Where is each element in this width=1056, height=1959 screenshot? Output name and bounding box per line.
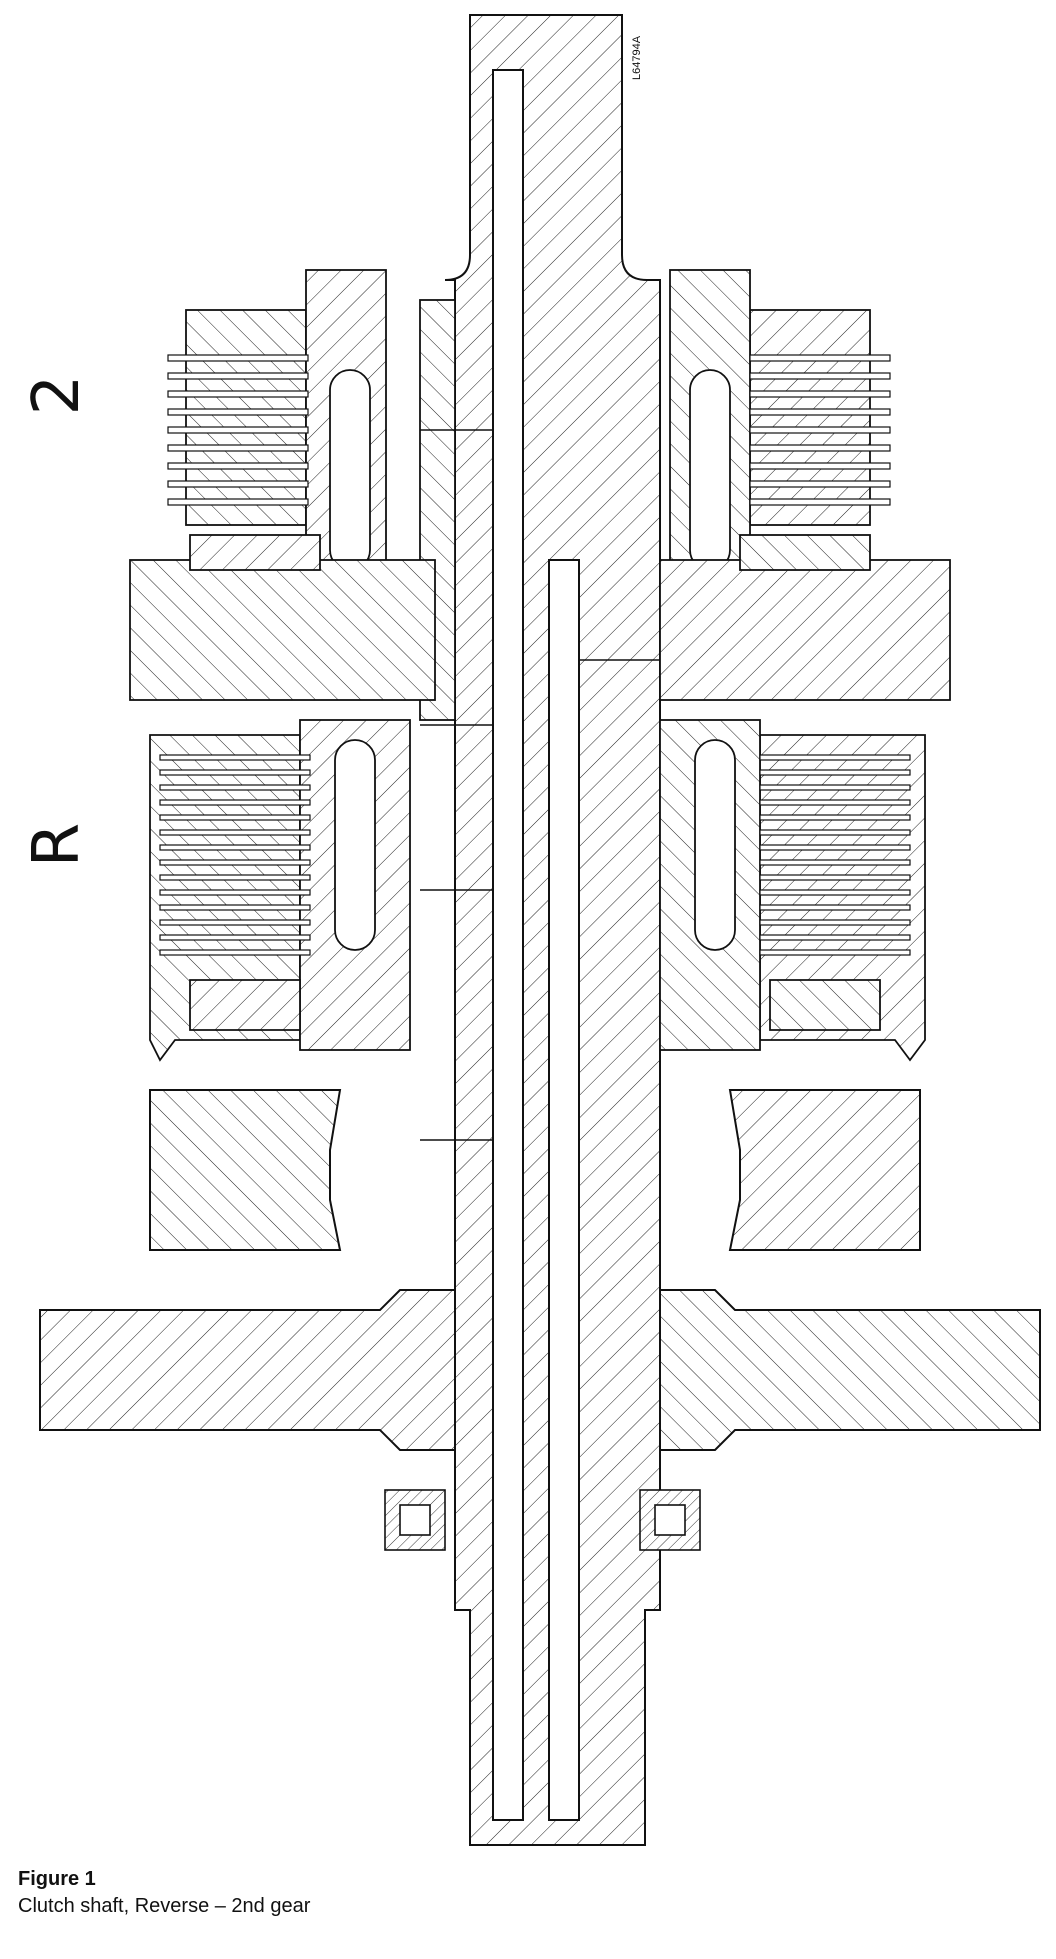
clutch-plates-upper-left	[167, 354, 309, 506]
main-shaft	[444, 14, 661, 1846]
upper-clutch-right	[659, 269, 951, 701]
label-2nd-gear: 2	[20, 375, 94, 416]
drawing-number: L64794A	[631, 35, 643, 80]
label-reverse: R	[20, 823, 94, 867]
lower-clutch-right	[659, 719, 926, 1062]
reverse-gear	[149, 1089, 921, 1251]
figure-caption: Figure 1 Clutch shaft, Reverse – 2nd gea…	[18, 1868, 1018, 1918]
figure-title: Figure 1	[18, 1868, 96, 1890]
lower-clutch-left	[149, 719, 411, 1062]
figure-description: Clutch shaft, Reverse – 2nd gear	[18, 1895, 311, 1917]
lower-bearings	[384, 1489, 701, 1551]
clutch-plates-upper-right	[749, 354, 891, 506]
upper-clutch-left	[129, 269, 456, 721]
clutch-plates-lower-right	[759, 754, 911, 956]
oil-passages	[420, 429, 660, 1141]
clutch-shaft-cross-section: 2 R L64794A	[20, 14, 1041, 1846]
clutch-plates-lower-left	[159, 754, 311, 956]
drive-gear-flange	[39, 1289, 1041, 1451]
